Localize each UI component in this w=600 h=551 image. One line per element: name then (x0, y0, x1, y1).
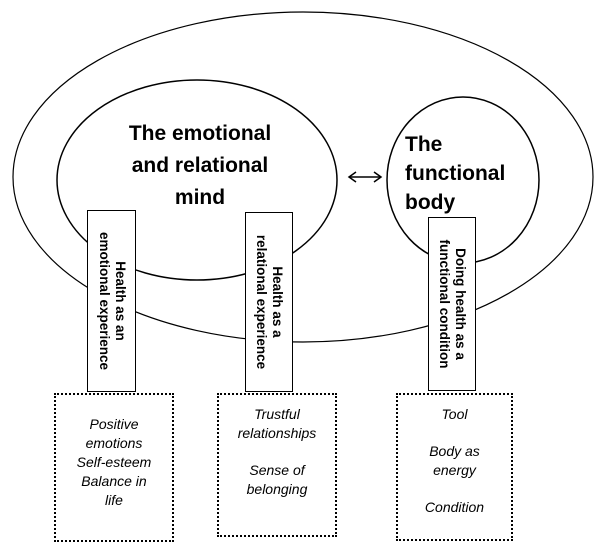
body-label-line-3: body (405, 191, 456, 214)
pillar-functional-line-1: Doing health as a (453, 248, 468, 360)
functional-attr-2: Body as (429, 443, 480, 459)
emotional-attr-4: Balance in (81, 473, 147, 489)
body-label: The functional body (405, 130, 535, 217)
relational-attr-4: belonging (246, 481, 308, 497)
relational-attr-2: relationships (237, 425, 317, 441)
relational-attributes-box: Trustful relationships Sense of belongin… (217, 393, 337, 537)
emotional-attr-5: life (105, 492, 123, 508)
relational-attr-1: Trustful (254, 406, 300, 422)
pillar-emotional: Health as an emotional experience (87, 210, 136, 392)
functional-attr-3: energy (433, 462, 476, 478)
emotional-attributes-box: Positive emotions Self-esteem Balance in… (54, 393, 174, 542)
functional-attr-4: Condition (424, 499, 485, 515)
pillar-functional: Doing health as a functional condition (428, 217, 476, 391)
pillar-emotional-text: Health as an emotional experience (96, 232, 128, 370)
emotional-attr-3: Self-esteem (76, 454, 152, 470)
pillar-relational-line-1: Health as a (270, 266, 285, 338)
pillar-relational-text: Health as a relational experience (253, 235, 285, 369)
mind-ellipse (56, 79, 338, 281)
mind-label-line-3: mind (174, 186, 226, 209)
relational-attr-3: Sense of (249, 462, 305, 478)
mind-label-line-2: and relational (131, 154, 269, 177)
pillar-relational-line-2: relational experience (254, 234, 269, 370)
body-label-line-1: The (405, 133, 443, 156)
emotional-attr-2: emotions (85, 435, 143, 451)
pillar-functional-text: Doing health as a functional condition (436, 240, 468, 369)
mind-label-line-1: The emotional (128, 122, 272, 145)
pillar-functional-line-2: functional condition (437, 239, 452, 369)
emotional-attr-1: Positive (89, 416, 139, 432)
outer-ellipse (12, 11, 594, 343)
mind-label: The emotional and relational mind (95, 118, 305, 214)
arrow-head-left (347, 171, 357, 183)
functional-attributes-box: Tool Body as energy Condition (396, 393, 513, 541)
functional-attr-1: Tool (441, 406, 468, 422)
pillar-emotional-line-1: Health as an (112, 261, 128, 341)
pillar-relational: Health as a relational experience (245, 212, 293, 392)
pillar-emotional-line-2: emotional experience (96, 231, 112, 371)
arrow-head-right (373, 171, 383, 183)
body-label-line-2: functional (405, 162, 506, 185)
